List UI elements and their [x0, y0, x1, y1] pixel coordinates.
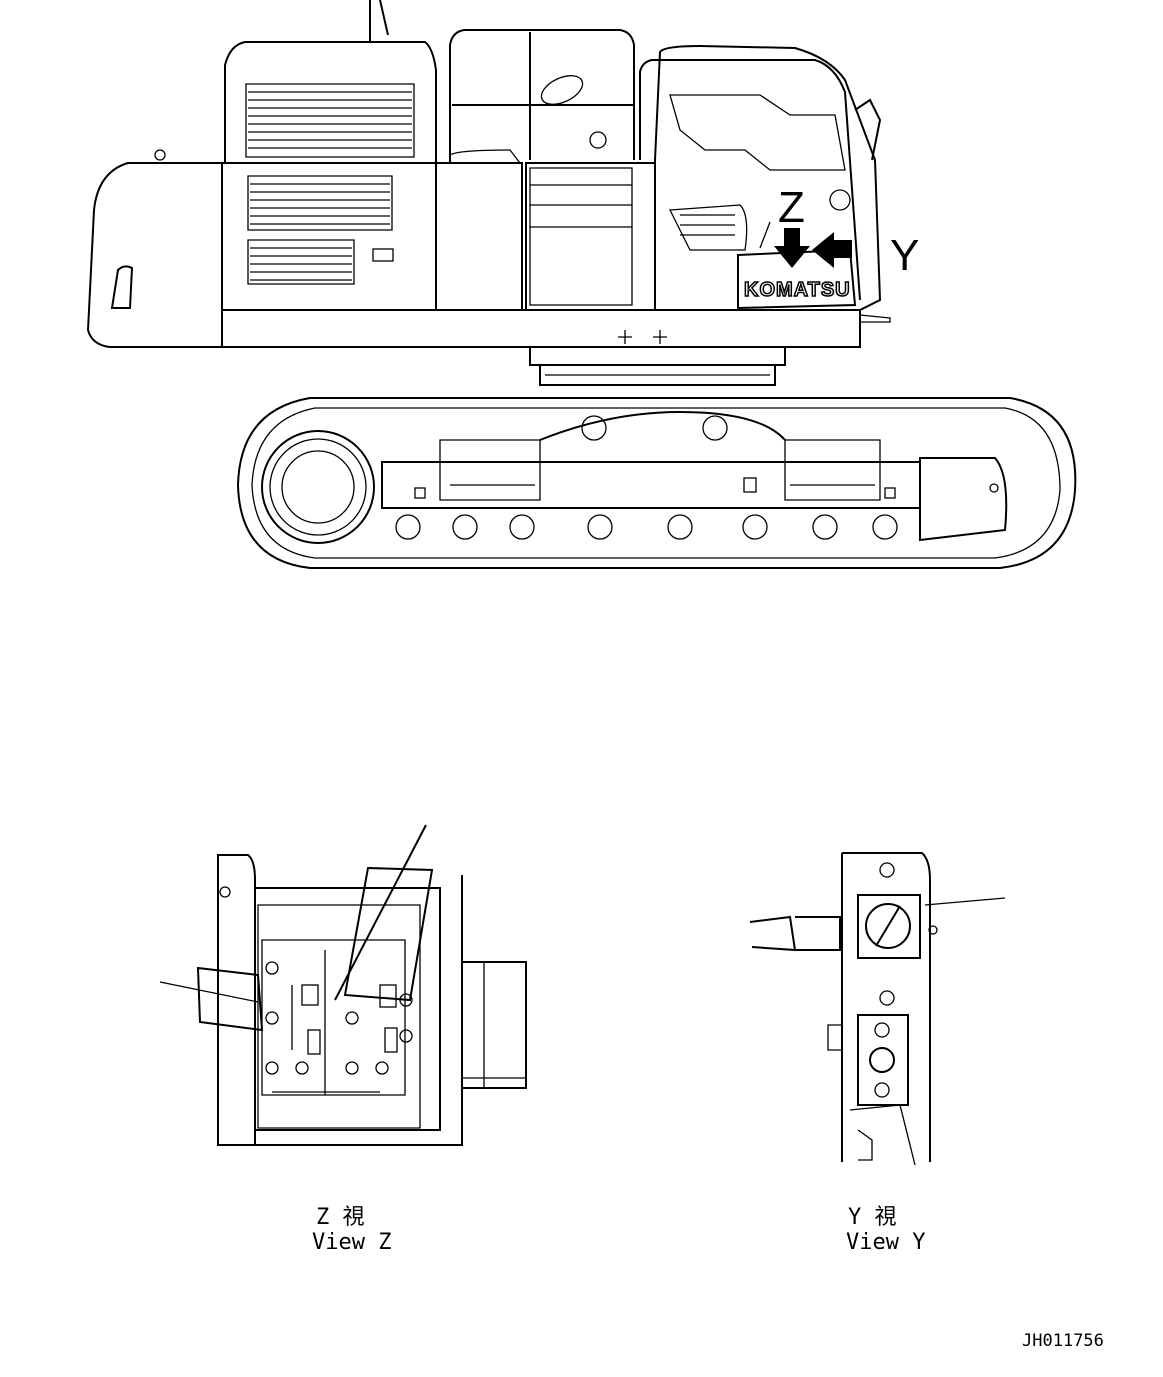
view-y-switch-plate	[857, 894, 921, 959]
mount-marks	[618, 330, 667, 344]
drive-sprocket	[261, 430, 375, 544]
idler-guard	[919, 457, 1008, 542]
excavator-side-view: KOMATSU Z Y	[86, 0, 919, 386]
z-callout-label: Z	[778, 183, 805, 232]
counterweight	[86, 162, 223, 348]
undercarriage	[236, 397, 1077, 569]
view-z-motor	[461, 961, 527, 1089]
view-z-label-plate-top	[343, 866, 434, 1002]
brand-logo: KOMATSU	[744, 279, 851, 301]
crawler-track-outer	[236, 397, 1077, 569]
hood-grille	[245, 83, 415, 158]
swing-bearing	[529, 347, 786, 366]
view-y-detail: Y 視 View Y	[749, 852, 1006, 1255]
view-y-caption-en: View Y	[846, 1230, 925, 1255]
track-rollers	[395, 514, 898, 540]
view-z-caption-jp: Z 視	[316, 1205, 365, 1230]
upper-frame	[221, 309, 861, 348]
view-z-caption-en: View Z	[312, 1230, 391, 1255]
view-z-label-plate-left	[196, 966, 264, 1032]
counterweight-handle	[110, 265, 134, 309]
y-callout-label: Y	[890, 231, 919, 280]
crawler-track-inner	[251, 407, 1061, 559]
z-arrow-icon	[774, 228, 810, 268]
engine-hood	[224, 41, 437, 163]
view-z-detail: Z 視 View Z	[159, 824, 527, 1255]
view-y-caption-jp: Y 視	[848, 1205, 897, 1230]
y-arrow-icon	[812, 232, 852, 268]
brand-panel	[737, 248, 857, 310]
cab-window-grille	[668, 204, 748, 251]
drawing-number: JH011756	[1022, 1331, 1104, 1351]
side-door-panel	[221, 162, 523, 311]
operator-cab	[654, 44, 882, 311]
handrail	[449, 29, 635, 163]
